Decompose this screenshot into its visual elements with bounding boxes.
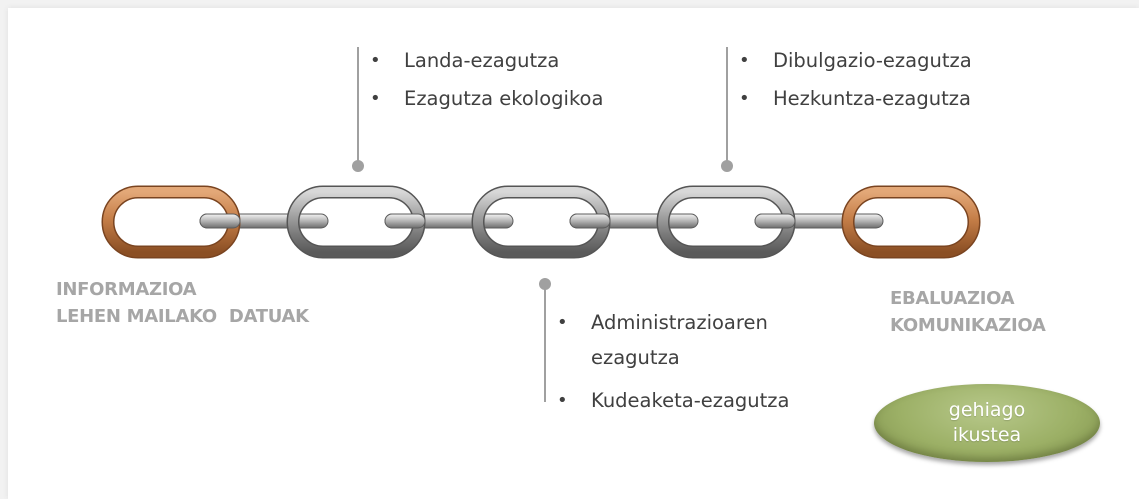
end-stage-line-1: EBALUAZIOA xyxy=(890,288,1015,309)
top-left-knowledge-list: Landa-ezagutza Ezagutza ekologikoa xyxy=(361,47,603,123)
see-more-button[interactable]: gehiago ikustea xyxy=(874,384,1100,462)
list-item: Ezagutza ekologikoa xyxy=(361,85,603,113)
list-item: Kudeaketa-ezagutza xyxy=(548,383,848,418)
chain-connector-fronts xyxy=(199,213,796,229)
list-item: Hezkuntza-ezagutza xyxy=(730,85,972,113)
start-stage-line-1: INFORMAZIOA xyxy=(56,279,197,300)
top-right-knowledge-list: Dibulgazio-ezagutza Hezkuntza-ezagutza xyxy=(730,47,972,123)
see-more-line-2: ikustea xyxy=(952,424,1022,446)
chain-link-end xyxy=(841,185,981,259)
list-item: Landa-ezagutza xyxy=(361,47,603,75)
end-stage-line-2: KOMUNIKAZIOA xyxy=(890,315,1046,336)
start-stage-label: INFORMAZIOA LEHEN MAILAKO DATUAK xyxy=(56,276,309,330)
bottom-knowledge-list: Administrazioaren ezagutza Kudeaketa-eza… xyxy=(548,305,848,426)
list-item: Dibulgazio-ezagutza xyxy=(730,47,972,75)
see-more-line-1: gehiago xyxy=(948,399,1026,421)
start-stage-line-2: LEHEN MAILAKO DATUAK xyxy=(56,306,309,327)
list-item: Administrazioaren ezagutza xyxy=(548,305,848,375)
callout-connectors xyxy=(352,47,733,402)
end-stage-label: EBALUAZIOA KOMUNIKAZIOA xyxy=(890,285,1046,339)
